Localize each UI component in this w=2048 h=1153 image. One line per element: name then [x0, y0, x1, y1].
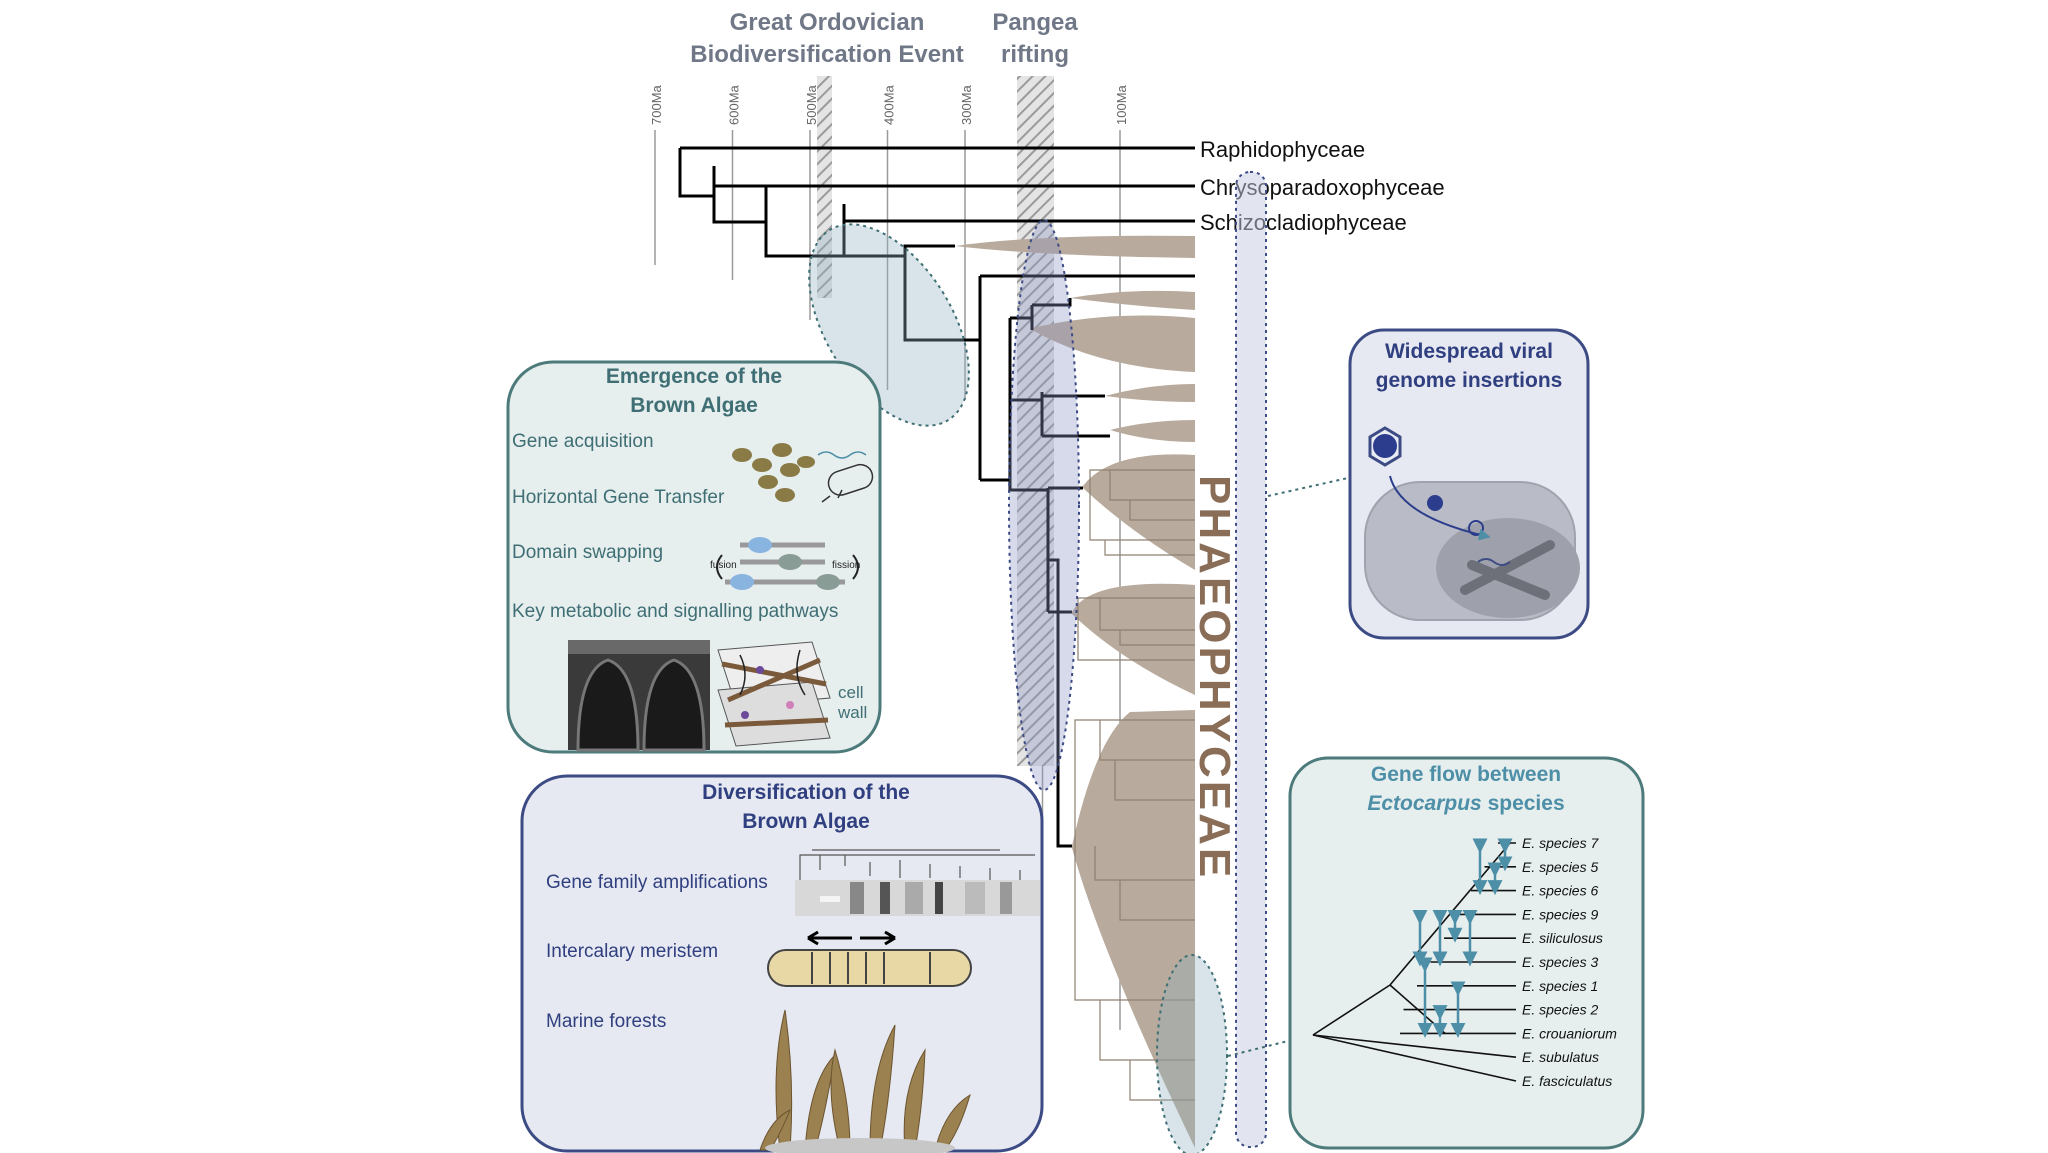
marine-forest-icon [759, 1009, 971, 1153]
tick-label-300: 300Ma [959, 84, 974, 125]
wedge-2 [1070, 290, 1195, 310]
emergence-item-domain-swapping: Domain swapping [512, 542, 663, 563]
taxon-raphidophyceae: Raphidophyceae [1200, 137, 1365, 162]
event2-title-line2: rifting [1001, 41, 1069, 68]
emergence-title-line2: Brown Algae [630, 394, 758, 417]
viral-title-line2: genome insertions [1376, 369, 1563, 392]
clade-wedges [955, 235, 1195, 1148]
cell-wall-diagram [717, 641, 831, 747]
bacterium-icon [817, 451, 874, 503]
wedge-6 [1083, 454, 1195, 570]
species-label-8: E. crouaniorum [1522, 1025, 1617, 1041]
diversification-ellipse [1008, 219, 1080, 791]
tick-label-400: 400Ma [882, 84, 897, 125]
species-label-9: E. subulatus [1522, 1049, 1599, 1065]
species-label-6: E. species 1 [1522, 978, 1598, 994]
ectocarpus-tree [1312, 838, 1517, 1082]
meristem-icon [767, 930, 972, 987]
phylogeny-tree [678, 146, 1195, 848]
species-labels: E. species 7 E. species 5 E. species 6 E. s… [1522, 835, 1617, 1089]
species-label-2: E. species 6 [1522, 883, 1598, 899]
tick-label-100: 100Ma [1114, 84, 1129, 125]
host-cell-icon [1364, 475, 1580, 621]
phaeophyceae-band [1235, 171, 1267, 1148]
emergence-title-line1: Emergence of the [606, 365, 782, 388]
emergence-item-pathways: Key metabolic and signalling pathways [512, 601, 838, 622]
wedge-7 [1072, 583, 1195, 695]
wedge-1 [955, 235, 1195, 258]
wedge-3 [1032, 315, 1195, 372]
wedge-8 [1072, 710, 1195, 1148]
species-label-5: E. species 3 [1522, 954, 1598, 970]
event2-title-line1: Pangea [992, 9, 1078, 36]
diversification-box: Diversification of the Brown Algae Gene … [520, 774, 1044, 1153]
diversification-item-gene-family: Gene family amplifications [546, 872, 768, 893]
emergence-item-gene-acquisition: Gene acquisition [512, 431, 654, 452]
clade-label-phaeophyceae: PHAEOPHYCEAE [1190, 475, 1239, 880]
tick-label-600: 600Ma [727, 84, 742, 125]
diversification-title-line1: Diversification of the [702, 781, 910, 804]
wedge-5 [1110, 420, 1195, 442]
emergence-box: Emergence of the Brown Algae Gene acquis… [506, 360, 882, 754]
geneflow-box: Gene flow between Ectocarpus species E. … [1288, 756, 1645, 1150]
geneflow-title-line1: Gene flow between [1371, 763, 1561, 786]
species-label-0: E. species 7 [1522, 835, 1599, 851]
cellwall-label-line2: wall [837, 703, 867, 722]
diversification-title-line2: Brown Algae [742, 810, 870, 833]
species-label-3: E. species 9 [1522, 906, 1598, 922]
ectocarpus-ellipse [1156, 954, 1228, 1153]
event1-title-line1: Great Ordovician [730, 9, 925, 36]
gene-acquisition-icon [732, 443, 815, 502]
species-label-7: E. species 2 [1522, 1002, 1598, 1018]
virus-icon [1368, 426, 1402, 467]
viral-box: Widespread viral genome insertions [1348, 328, 1590, 640]
species-label-10: E. fasciculatus [1522, 1073, 1612, 1089]
tick-label-500: 500Ma [804, 84, 819, 125]
species-label-1: E. species 5 [1522, 859, 1598, 875]
emergence-item-hgt: Horizontal Gene Transfer [512, 487, 725, 508]
viral-title-line1: Widespread viral [1385, 340, 1553, 363]
geneflow-title-line2: Ectocarpus species [1367, 792, 1564, 815]
tick-label-700: 700Ma [649, 84, 664, 125]
domain-swapping-icon [716, 537, 859, 590]
wedge-4 [1105, 384, 1195, 402]
pangea-rifting-bar [1017, 76, 1054, 766]
fusion-label: fusion [710, 560, 737, 571]
event1-title-line2: Biodiversification Event [690, 41, 963, 68]
species-label-4: E. siliculosus [1522, 930, 1603, 946]
taxon-schizocladiophyceae: Schizocladiophyceae [1200, 210, 1407, 235]
cellwall-label-line1: cell [838, 683, 864, 702]
diversification-item-meristem: Intercalary meristem [546, 941, 718, 962]
viral-connector [1267, 477, 1349, 497]
gene-family-heatmap [795, 849, 1040, 916]
cell-micrograph [568, 640, 710, 752]
diversification-item-marine-forests: Marine forests [546, 1011, 666, 1032]
fission-label: fission [832, 560, 860, 571]
